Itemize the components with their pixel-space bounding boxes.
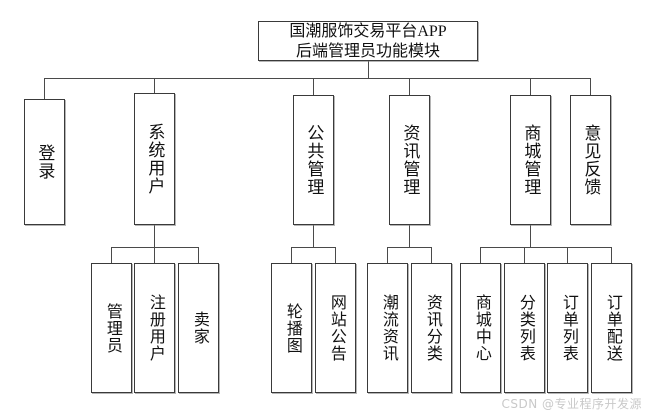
connector-stub-mall <box>530 78 531 99</box>
node-root: 国潮服饰交易平台APP 后端管理员功能模块 <box>258 21 478 61</box>
connector-stub-seller <box>198 247 199 263</box>
node-ordership: 订单配送 <box>591 263 632 393</box>
node-sysuser: 系统用户 <box>134 93 175 225</box>
node-trendnews-label: 潮流资讯 <box>379 294 397 362</box>
csdn-watermark: CSDN @专业程序开发源 <box>501 397 642 411</box>
connector-stub-newscat <box>431 247 432 263</box>
connector-stub-trendnews <box>387 247 388 263</box>
node-catlist-label: 分类列表 <box>516 294 534 362</box>
connector-stub-catlist <box>524 247 525 263</box>
node-notice-label: 网站公告 <box>327 294 345 362</box>
node-public-label: 公共管理 <box>304 124 324 196</box>
node-catlist: 分类列表 <box>504 263 545 393</box>
connector-mall-bus <box>480 247 611 248</box>
connector-stub-notice <box>335 247 336 263</box>
node-carousel-label: 轮播图 <box>283 302 301 354</box>
node-mallcenter-label: 商城中心 <box>472 294 490 362</box>
connector-mall-stem <box>530 225 531 247</box>
node-mall: 商城管理 <box>510 95 551 225</box>
node-mall-label: 商城管理 <box>521 124 541 196</box>
node-notice: 网站公告 <box>315 263 356 393</box>
connector-stub-login <box>44 78 45 99</box>
node-login-label: 登录 <box>35 144 55 180</box>
connector-stub-ordership <box>611 247 612 263</box>
node-root-line2: 后端管理员功能模块 <box>295 42 440 60</box>
node-seller-label: 卖家 <box>190 311 208 345</box>
node-news: 资讯管理 <box>389 95 430 225</box>
node-root-line1: 国潮服饰交易平台APP <box>289 22 447 40</box>
node-news-label: 资讯管理 <box>400 124 420 196</box>
node-newscat-label: 资讯分类 <box>423 294 441 362</box>
node-trendnews: 潮流资讯 <box>367 263 408 393</box>
connector-sysuser-stem <box>154 225 155 247</box>
node-public: 公共管理 <box>293 95 334 225</box>
connector-level2-bus <box>44 78 590 79</box>
node-feedback-label: 意见反馈 <box>581 124 601 196</box>
connector-stub-feedback <box>590 78 591 99</box>
connector-stub-carousel <box>291 247 292 263</box>
connector-news-stem <box>409 225 410 247</box>
node-reguser: 注册用户 <box>134 263 175 393</box>
node-orderlist-label: 订单列表 <box>559 294 577 362</box>
node-seller: 卖家 <box>178 263 219 393</box>
connector-news-bus <box>387 247 431 248</box>
connector-public-bus <box>291 247 335 248</box>
node-carousel: 轮播图 <box>271 263 312 393</box>
connector-public-stem <box>313 225 314 247</box>
node-feedback: 意见反馈 <box>570 95 611 225</box>
node-newscat: 资讯分类 <box>411 263 452 393</box>
connector-stub-mallcenter <box>480 247 481 263</box>
connector-stub-admin <box>111 247 112 263</box>
node-mallcenter: 商城中心 <box>460 263 501 393</box>
node-admin-label: 管理员 <box>103 302 121 354</box>
connector-root-stem <box>368 61 369 79</box>
connector-stub-public <box>313 78 314 99</box>
connector-stub-news <box>409 78 410 99</box>
node-login: 登录 <box>24 99 65 225</box>
node-orderlist: 订单列表 <box>547 263 588 393</box>
connector-stub-reguser <box>154 247 155 263</box>
connector-stub-orderlist <box>567 247 568 263</box>
connector-stub-sysuser <box>154 78 155 99</box>
node-ordership-label: 订单配送 <box>603 294 621 362</box>
node-reguser-label: 注册用户 <box>146 294 164 362</box>
node-sysuser-label: 系统用户 <box>145 123 165 195</box>
node-admin: 管理员 <box>91 263 132 393</box>
